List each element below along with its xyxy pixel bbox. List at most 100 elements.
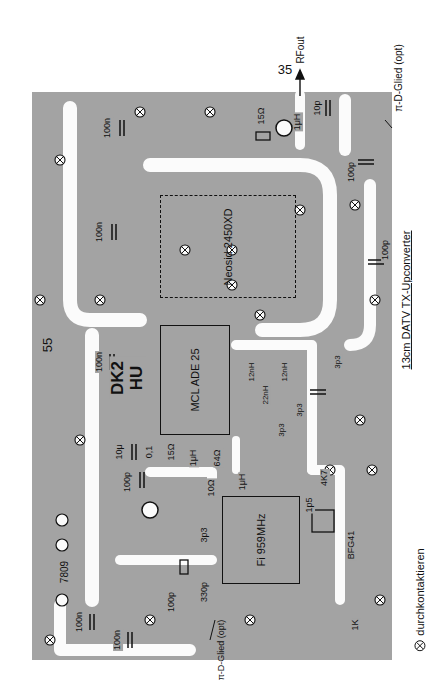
copper-trace <box>312 470 340 600</box>
via-symbol <box>355 415 365 425</box>
via-symbol <box>75 435 85 445</box>
component-value: 1μH <box>238 473 248 492</box>
capacitor-symbol <box>325 100 327 116</box>
annotation: π-D-Glied (opt) <box>217 619 227 682</box>
copper-trace <box>232 440 240 470</box>
component-value: 100n <box>75 611 85 633</box>
via-symbol <box>417 643 423 649</box>
capacitor-symbol <box>93 614 95 630</box>
transistor-symbol <box>276 120 292 136</box>
component-value: 0,1 <box>145 445 155 460</box>
via-symbol <box>55 155 65 165</box>
regulator-pads <box>56 514 68 526</box>
via-symbol <box>135 107 145 117</box>
regulator-pads <box>56 594 68 606</box>
via-symbol <box>37 297 43 303</box>
via-symbol <box>97 297 103 303</box>
via-symbol <box>47 637 53 643</box>
via-symbol <box>55 155 65 165</box>
via-symbol <box>45 635 55 645</box>
capacitor-symbol <box>131 632 133 648</box>
dimension-mark <box>210 620 215 640</box>
via-symbol <box>180 245 190 255</box>
annotation: π-D-Glied (opt) <box>393 43 404 112</box>
via-symbol <box>45 635 55 645</box>
component-value: BFG41 <box>347 530 357 561</box>
capacitor-symbol <box>310 393 326 395</box>
dimension-mark <box>210 120 392 640</box>
capacitor-symbol <box>89 614 91 630</box>
capacitor-symbol <box>127 632 129 648</box>
text-group: Neosid 2450XD <box>222 208 235 285</box>
regulator-pads <box>56 539 68 551</box>
component-value: 4K7 <box>320 469 330 487</box>
component-value: 10Ω <box>207 479 217 498</box>
via-symbol <box>182 247 188 253</box>
transistor-symbol <box>142 502 158 518</box>
component-value: 100n <box>103 117 113 139</box>
capacitor-symbol <box>310 389 326 391</box>
legend-text: durchkontaktieren <box>414 548 426 635</box>
via-symbol <box>370 295 380 305</box>
via-symbol <box>95 295 105 305</box>
via-symbol <box>370 295 380 305</box>
capacitor-symbol <box>358 163 374 165</box>
component-value: 100p <box>381 239 391 261</box>
copper-trace <box>350 185 370 345</box>
copper-trace <box>339 100 351 150</box>
capacitor-symbol <box>119 120 121 136</box>
via-symbol <box>367 465 377 475</box>
via-symbol <box>57 157 63 163</box>
component-value: 100p <box>347 161 357 183</box>
via-symbol <box>35 295 45 305</box>
via-symbol <box>207 109 213 115</box>
via-symbol <box>375 595 385 605</box>
component-value: 330p <box>200 581 210 603</box>
via-symbol <box>352 202 358 208</box>
board <box>32 92 392 660</box>
via-symbol <box>255 310 265 320</box>
component-value: 100p <box>123 471 133 493</box>
component-box: Neosid 2450XD <box>160 195 296 298</box>
part-name: Fi 959MHz <box>255 513 268 566</box>
capacitor-symbol <box>135 444 137 460</box>
via-symbol <box>297 207 303 213</box>
via-symbol <box>77 437 83 443</box>
via-symbol <box>350 200 360 210</box>
capacitor-symbol <box>329 100 331 116</box>
capacitor-symbol <box>358 159 374 161</box>
copper-trace <box>120 555 212 565</box>
via-symbol <box>205 107 215 117</box>
component-value: 15Ω <box>257 107 267 126</box>
component-value: 10p <box>313 99 323 116</box>
via-symbol <box>75 435 85 445</box>
legend-entry: durchkontaktieren <box>414 547 426 652</box>
capacitor-symbol <box>115 224 117 240</box>
capacitor-symbol <box>139 472 141 488</box>
via-symbol <box>357 417 363 423</box>
via-symbol <box>135 107 145 117</box>
dimension-mark <box>385 120 392 128</box>
copper-trace <box>150 165 330 330</box>
via-symbol <box>295 205 305 215</box>
via-symbol <box>137 109 143 115</box>
text-group: Fi 959MHz <box>255 513 268 566</box>
capacitor-symbol <box>131 444 133 460</box>
rf-out-arrow <box>296 70 304 79</box>
via-symbol <box>147 617 153 623</box>
outline-box <box>180 560 188 574</box>
copper-trace <box>85 335 99 600</box>
via-symbol <box>367 465 377 475</box>
via-symbol <box>255 310 265 320</box>
component-value: 3p3 <box>200 526 210 543</box>
title: 13cm DATV TX-Upconverter <box>400 230 412 371</box>
component-value: 10μ <box>115 443 125 460</box>
capacitor-symbol <box>368 263 384 265</box>
component-value: 1K <box>351 618 361 631</box>
annotation: RFout <box>295 35 306 64</box>
rf-out-arrow <box>296 70 304 96</box>
board <box>32 92 392 660</box>
component-value: 64Ω <box>213 449 223 468</box>
